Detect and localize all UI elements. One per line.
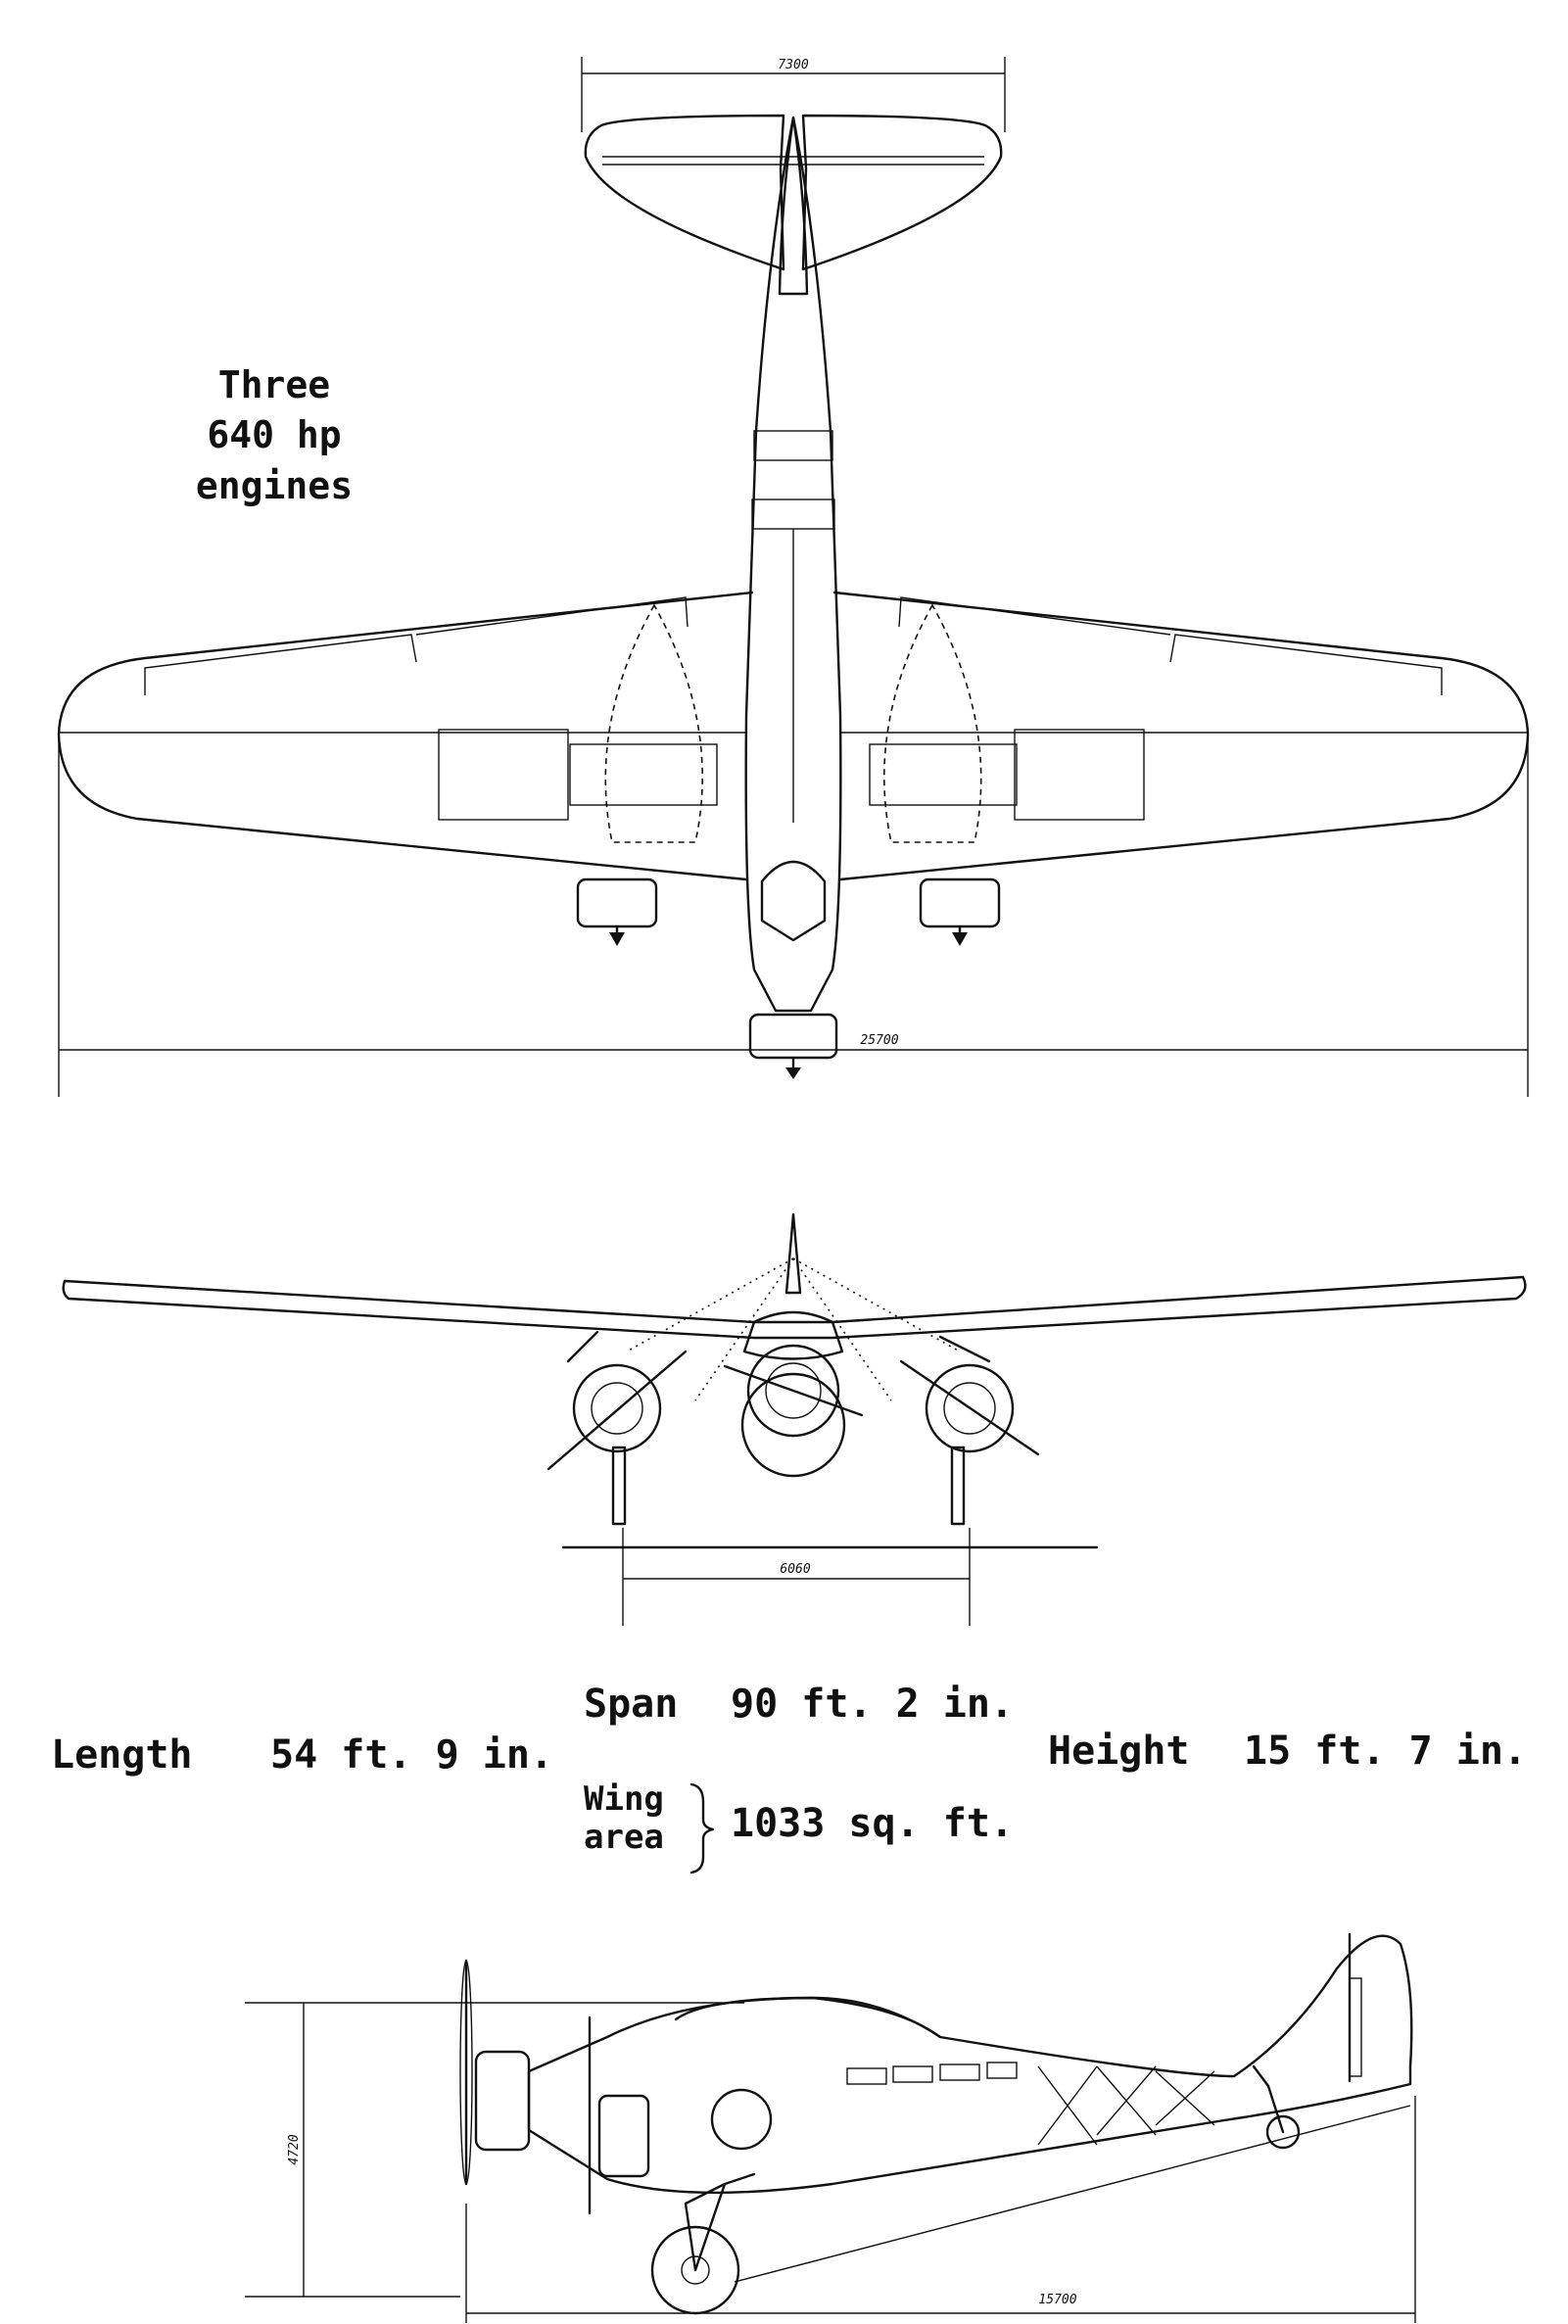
height-value: 15 ft. 7 in. [1244, 1729, 1527, 1774]
engines-note: Three 640 hp engines [166, 360, 382, 511]
span-value: 90 ft. 2 in. [731, 1682, 1014, 1727]
engines-note-line-1: Three [217, 363, 331, 406]
right-tailplane [801, 114, 1003, 271]
height-dim-value: 4720 [287, 2134, 302, 2164]
length-label: Length [51, 1732, 193, 1778]
wing-area-label: Wing area [584, 1779, 664, 1858]
tailplane-span-value: 7300 [778, 58, 808, 72]
height-dimension: 4720 [245, 2002, 744, 2298]
wing-area-label-line-1: Wing [584, 1779, 664, 1819]
wing-area-label-line-2: area [584, 1818, 664, 1858]
length-value: 54 ft. 9 in. [270, 1732, 553, 1778]
height-label: Height [1048, 1729, 1190, 1774]
wing-span-dimension: 25700 [58, 736, 1529, 1097]
fuselage-side [527, 1934, 1413, 2195]
wheel-track-dimension: 6060 [622, 1528, 971, 1626]
wheel-track-value: 6060 [780, 1562, 810, 1577]
engines-note-line-3: engines [195, 463, 354, 507]
span-label: Span [584, 1682, 679, 1727]
front-wing [62, 1275, 1527, 1340]
length-dimension: 15700 [465, 2096, 1416, 2323]
length-dim-value: 15700 [1038, 2293, 1076, 2307]
engines-note-line-2: 640 hp [207, 413, 342, 457]
side-view: 4720 [245, 1932, 1416, 2323]
front-view: 6060 [62, 1212, 1527, 1626]
wing-area-brace [689, 1782, 715, 1874]
wing-plan [57, 591, 1530, 881]
plan-view: 7300 [57, 57, 1530, 1097]
tailplane-span-dimension: 7300 [581, 57, 1006, 132]
wing-area-value: 1033 sq. ft. [731, 1801, 1014, 1846]
wing-span-value: 25700 [860, 1033, 898, 1048]
left-tailplane [584, 114, 785, 271]
fuselage-plan [744, 116, 842, 1013]
